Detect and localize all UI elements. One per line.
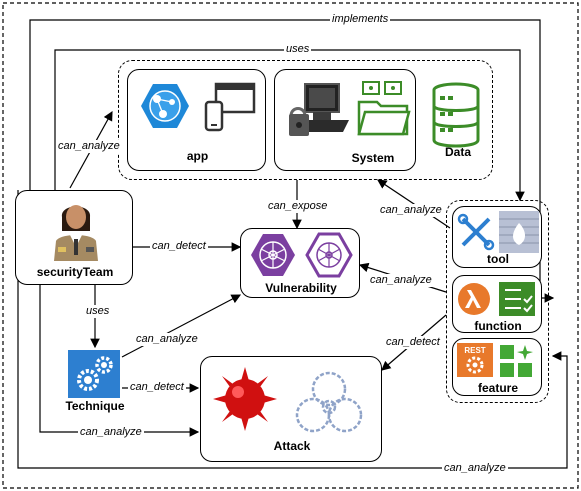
database-icon [432,82,480,148]
vulnerability-node[interactable]: Vulnerability [240,228,360,298]
biohazard-icon [295,371,363,433]
rest-badge: REST [464,346,486,355]
function-label: function [474,319,522,333]
edge-label-tool-system: can_analyze [378,204,444,217]
security-officer-icon [54,205,98,261]
app-label: app [186,149,209,163]
devices-icon [204,82,256,132]
rest-gear-icon [466,356,484,374]
data-label: Data [444,145,471,159]
attack-node[interactable]: Attack [200,356,382,462]
tools-crossed-icon [457,213,495,251]
lambda-icon [458,283,490,315]
system-node[interactable]: System [274,69,416,171]
edge-team-attack [39,285,200,437]
edge-label-can-expose: can_expose [266,200,330,213]
resources-group [118,60,493,180]
edge-label-tool-attack: can_detect [384,336,442,349]
edge-technique-vuln [121,294,242,358]
edge-implements [29,19,555,303]
app-node[interactable]: app [127,69,266,171]
vulnerability-label: Vulnerability [265,281,337,295]
edge-label-technique-attack: can_detect [128,381,186,394]
edge-outer-loop [17,190,568,469]
edge-label-team-technique: uses [84,305,112,318]
edge-label-team-vuln: can_detect [150,240,208,253]
edge-label-team-attack: can_analyze [78,426,144,439]
secure-computer-icon [289,83,349,136]
tool-node[interactable]: tool [452,206,542,268]
feature-grid-icon [500,345,533,377]
security-team-node[interactable]: securityTeam [15,190,133,285]
edge-label-tool-vuln: can_analyze [368,274,434,287]
vulnerability-filled-icon [251,234,295,276]
folder-chips-icon [357,81,411,136]
system-label: System [351,151,395,165]
edge-label-outer-loop: can_analyze [442,462,508,475]
edge-label-implements: implements [330,13,391,26]
gears-icon [68,350,120,398]
feature-node[interactable]: REST feature [452,338,542,396]
tool-label: tool [487,252,509,266]
edge-label-uses-top: uses [284,43,312,56]
edge-label-team-app: can_analyze [56,140,122,153]
edge-label-technique-vuln: can_analyze [134,333,200,346]
function-node[interactable]: function [452,275,542,333]
security-team-label: securityTeam [36,265,114,279]
feature-label: feature [477,381,518,395]
firewall-icon [499,211,539,253]
vulnerability-outline-icon [305,232,353,278]
virus-icon [213,367,277,431]
attack-label: Attack [273,439,311,453]
checklist-icon [499,282,535,316]
technique-label: Technique [65,399,125,413]
web-app-globe-icon [141,84,189,128]
rest-api-icon: REST [457,343,493,377]
tools-group [446,200,549,403]
